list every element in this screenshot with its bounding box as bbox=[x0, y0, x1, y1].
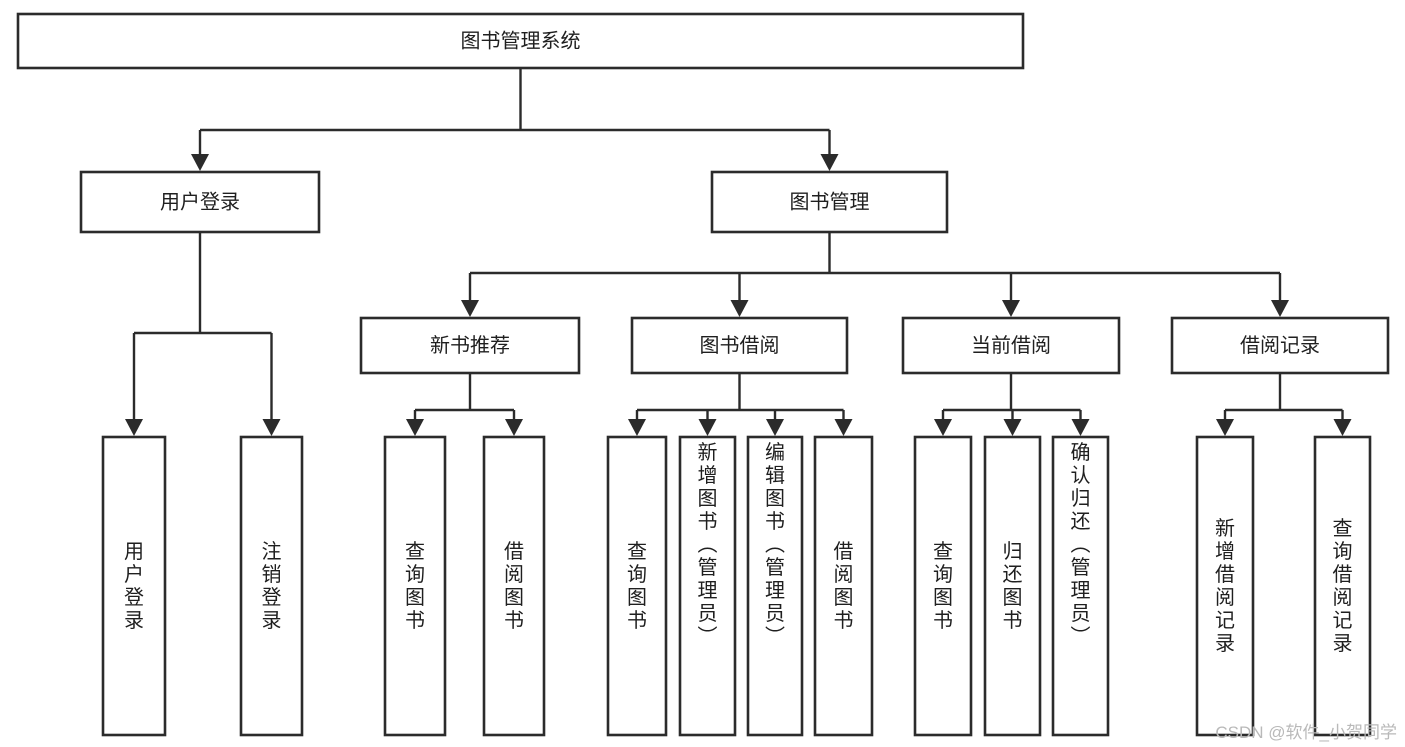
node-l3-图书借阅[interactable]: 图书借阅 bbox=[630, 316, 849, 375]
node-leaf-查询图书[interactable]: 查询图书 bbox=[383, 435, 447, 737]
node-box bbox=[383, 435, 447, 737]
node-label: 借阅图书 bbox=[834, 540, 854, 632]
node-leaf-借阅图书[interactable]: 借阅图书 bbox=[482, 435, 546, 737]
node-box bbox=[678, 435, 737, 737]
arrow-head-icon bbox=[698, 419, 717, 436]
arrow-head-icon bbox=[1216, 419, 1234, 436]
node-label: 新增借阅记录 bbox=[1215, 517, 1235, 655]
node-leaf-注销登录[interactable]: 注销登录 bbox=[239, 435, 304, 737]
node-label: 确认归还︵管理员︶ bbox=[1071, 441, 1091, 648]
arrow-head-icon bbox=[125, 419, 143, 436]
node-leaf-编辑图书-管理员[interactable]: 编辑图书︵管理员︶ bbox=[746, 435, 804, 737]
nodes-group: 图书管理系统用户登录图书管理新书推荐图书借阅当前借阅借阅记录用户登录注销登录查询… bbox=[16, 12, 1390, 737]
node-box bbox=[913, 435, 973, 737]
node-label: 新书推荐 bbox=[430, 334, 510, 357]
node-label: 查询图书 bbox=[627, 540, 647, 632]
node-box bbox=[239, 435, 304, 737]
arrow-head-icon bbox=[628, 419, 646, 436]
node-label: 新增图书︵管理员︶ bbox=[698, 441, 718, 648]
node-label: 图书管理 bbox=[790, 190, 870, 213]
node-label: 查询借阅记录 bbox=[1333, 517, 1353, 655]
node-leaf-查询图书[interactable]: 查询图书 bbox=[913, 435, 973, 737]
node-leaf-借阅图书[interactable]: 借阅图书 bbox=[813, 435, 874, 737]
node-leaf-新增图书-管理员[interactable]: 新增图书︵管理员︶ bbox=[678, 435, 737, 737]
node-leaf-用户登录[interactable]: 用户登录 bbox=[101, 435, 167, 737]
arrow-head-icon bbox=[1071, 419, 1090, 436]
node-box bbox=[79, 170, 321, 234]
node-l2-图书管理[interactable]: 图书管理 bbox=[710, 170, 949, 234]
node-box bbox=[359, 316, 581, 375]
arrow-head-icon bbox=[1271, 300, 1289, 317]
node-leaf-新增借阅记录[interactable]: 新增借阅记录 bbox=[1195, 435, 1255, 737]
node-l3-新书推荐[interactable]: 新书推荐 bbox=[359, 316, 581, 375]
node-box bbox=[1195, 435, 1255, 737]
node-box bbox=[606, 435, 668, 737]
node-box bbox=[630, 316, 849, 375]
arrow-head-icon bbox=[766, 419, 784, 436]
arrow-head-icon bbox=[834, 419, 853, 436]
node-box bbox=[1313, 435, 1372, 737]
node-leaf-查询借阅记录[interactable]: 查询借阅记录 bbox=[1313, 435, 1372, 737]
node-label: 图书借阅 bbox=[700, 334, 780, 357]
node-l3-当前借阅[interactable]: 当前借阅 bbox=[901, 316, 1121, 375]
node-label: 用户登录 bbox=[160, 190, 240, 213]
node-box bbox=[1170, 316, 1390, 375]
node-box bbox=[101, 435, 167, 737]
arrow-head-icon bbox=[730, 300, 749, 317]
node-label: 归还图书 bbox=[1003, 540, 1023, 632]
arrow-head-icon bbox=[461, 300, 479, 317]
node-box bbox=[482, 435, 546, 737]
node-label: 注销登录 bbox=[262, 540, 282, 632]
node-box bbox=[746, 435, 804, 737]
arrow-head-icon bbox=[191, 154, 209, 171]
connector-edges-group bbox=[125, 68, 1352, 436]
node-label: 查询图书 bbox=[933, 540, 953, 632]
arrow-head-icon bbox=[262, 419, 281, 436]
node-l2-用户登录[interactable]: 用户登录 bbox=[79, 170, 321, 234]
node-label: 查询图书 bbox=[405, 540, 425, 632]
node-box bbox=[1051, 435, 1110, 737]
node-label: 当前借阅 bbox=[971, 334, 1051, 357]
node-leaf-归还图书[interactable]: 归还图书 bbox=[983, 435, 1042, 737]
node-label: 借阅图书 bbox=[504, 540, 524, 632]
watermark-text: CSDN @软件_小贺同学 bbox=[1215, 723, 1397, 742]
node-label: 编辑图书︵管理员︶ bbox=[765, 441, 785, 648]
node-box bbox=[813, 435, 874, 737]
node-box bbox=[983, 435, 1042, 737]
node-leaf-确认归还-管理员[interactable]: 确认归还︵管理员︶ bbox=[1051, 435, 1110, 737]
arrow-head-icon bbox=[505, 419, 523, 436]
arrow-head-icon bbox=[406, 419, 424, 436]
node-leaf-查询图书[interactable]: 查询图书 bbox=[606, 435, 668, 737]
node-box bbox=[16, 12, 1025, 70]
node-box bbox=[710, 170, 949, 234]
node-box bbox=[901, 316, 1121, 375]
arrow-head-icon bbox=[934, 419, 952, 436]
node-label: 借阅记录 bbox=[1240, 334, 1320, 357]
arrow-head-icon bbox=[1333, 419, 1352, 436]
node-root-图书管理系统[interactable]: 图书管理系统 bbox=[16, 12, 1025, 70]
arrow-head-icon bbox=[820, 154, 839, 171]
arrow-head-icon bbox=[1002, 300, 1020, 317]
node-label: 图书管理系统 bbox=[461, 29, 581, 52]
arrow-head-icon bbox=[1003, 419, 1022, 436]
node-label: 用户登录 bbox=[124, 541, 144, 632]
node-l3-借阅记录[interactable]: 借阅记录 bbox=[1170, 316, 1390, 375]
